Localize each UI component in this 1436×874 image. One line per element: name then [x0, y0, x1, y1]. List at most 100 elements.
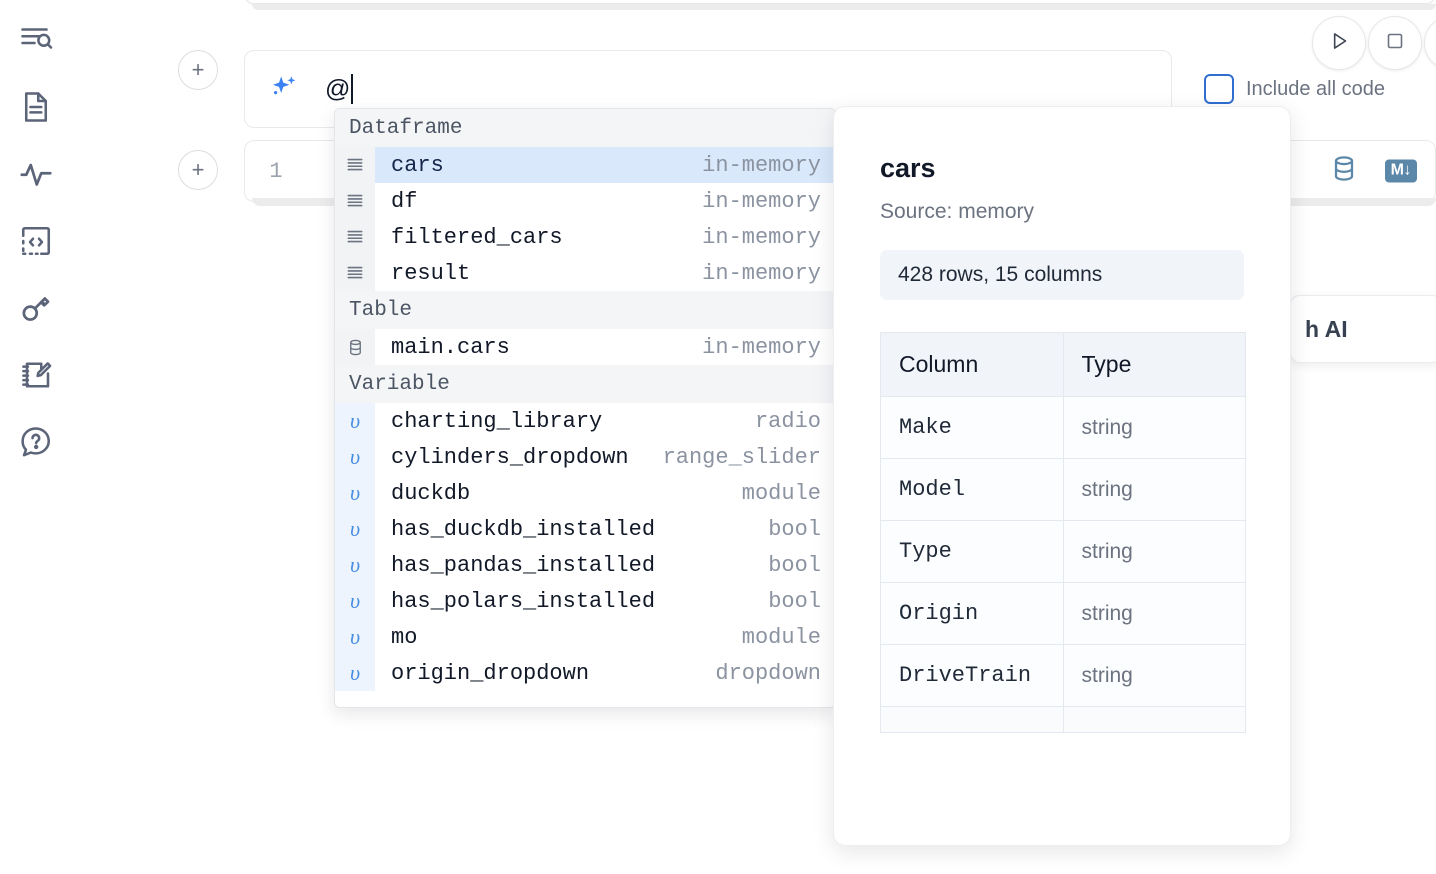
dataframe-preview-panel: cars Source: memory 428 rows, 15 columns…	[833, 106, 1291, 846]
more-actions-button[interactable]	[1424, 16, 1436, 70]
preview-title: cars	[880, 153, 936, 183]
add-cell-button-top[interactable]: +	[178, 50, 218, 90]
autocomplete-item-meta: bool	[768, 552, 821, 578]
dataframe-icon	[335, 183, 375, 219]
autocomplete-group-header: Table	[335, 291, 835, 329]
autocomplete-item-name: result	[391, 260, 471, 286]
code-cell-toolbar: M↓	[1329, 154, 1417, 189]
plus-icon: +	[191, 157, 205, 182]
autocomplete-item-meta: bool	[768, 516, 821, 542]
dataframe-icon	[335, 255, 375, 291]
add-cell-button-bottom[interactable]: +	[178, 150, 218, 190]
autocomplete-item-name: has_duckdb_installed	[391, 516, 656, 542]
autocomplete-item-meta: in-memory	[702, 188, 821, 214]
autocomplete-item-name: mo	[391, 624, 418, 650]
schema-column-name: DriveTrain	[880, 644, 1064, 707]
sidebar-item-explore[interactable]	[14, 18, 58, 62]
previous-cell-shadow	[252, 4, 1436, 10]
generate-with-ai-card[interactable]: h AI	[1290, 295, 1436, 363]
preview-shape-badge: 428 rows, 15 columns	[880, 250, 1244, 300]
sidebar-item-secrets[interactable]	[14, 286, 58, 330]
plus-icon: +	[191, 57, 205, 82]
help-chat-icon	[18, 424, 54, 460]
variable-icon: υ	[335, 475, 375, 511]
sidebar-item-activity[interactable]	[14, 152, 58, 196]
autocomplete-item-meta: in-memory	[702, 152, 821, 178]
variable-icon: υ	[335, 655, 375, 691]
autocomplete-item-meta: bool	[768, 588, 821, 614]
ai-prompt-input[interactable]: @	[325, 69, 1171, 109]
schema-column-name: Make	[880, 396, 1064, 459]
autocomplete-item-meta: dropdown	[715, 660, 821, 686]
activity-icon	[18, 156, 54, 192]
stop-square-icon	[1383, 29, 1407, 58]
autocomplete-group-header: Dataframe	[335, 109, 835, 147]
sidebar-item-help[interactable]	[14, 420, 58, 464]
dataframe-icon	[335, 219, 375, 255]
schema-column-name: Origin	[880, 582, 1064, 645]
key-icon	[18, 290, 54, 326]
variable-icon: υ	[335, 619, 375, 655]
autocomplete-group-header: Variable	[335, 365, 835, 403]
schema-column-name	[880, 706, 1064, 733]
autocomplete-item-name: charting_library	[391, 408, 603, 434]
autocomplete-item-name: origin_dropdown	[391, 660, 590, 686]
autocomplete-item-name: has_pandas_installed	[391, 552, 656, 578]
schema-column-type: string	[1062, 458, 1246, 521]
schema-column-type: string	[1062, 520, 1246, 583]
ai-prompt-value: @	[325, 74, 351, 103]
schema-column-header: Column	[880, 332, 1064, 397]
stop-button[interactable]	[1368, 16, 1422, 70]
notepad-edit-icon	[18, 357, 54, 393]
include-all-code-checkbox[interactable]	[1204, 74, 1234, 104]
autocomplete-item-name: has_polars_installed	[391, 588, 656, 614]
schema-column-type: string	[1062, 644, 1246, 707]
generate-with-ai-label: h AI	[1305, 315, 1348, 342]
schema-column-name: Model	[880, 458, 1064, 521]
autocomplete-item-meta: radio	[754, 408, 821, 434]
markdown-badge[interactable]: M↓	[1384, 159, 1417, 183]
autocomplete-item-name: duckdb	[391, 480, 471, 506]
schema-table-row-partial	[880, 706, 1246, 733]
autocomplete-item-meta: module	[741, 624, 821, 650]
explore-icon	[18, 22, 54, 58]
autocomplete-item-meta: range_slider	[662, 444, 821, 470]
line-number: 1	[269, 158, 283, 184]
sidebar-item-scratchpad[interactable]	[14, 353, 58, 397]
preview-source: Source: memory	[880, 200, 1035, 223]
schema-column-type	[1062, 706, 1246, 733]
run-button[interactable]	[1312, 16, 1366, 70]
autocomplete-item[interactable]: df in-memory	[335, 183, 835, 219]
autocomplete-item[interactable]: υ origin_dropdown dropdown	[335, 655, 835, 691]
database-icon[interactable]	[1329, 154, 1359, 189]
table-icon	[335, 329, 375, 365]
left-icon-rail	[0, 0, 72, 874]
sidebar-item-snippets[interactable]	[14, 219, 58, 263]
code-icon	[18, 223, 54, 259]
include-all-code-row[interactable]: Include all code	[1204, 74, 1385, 104]
autocomplete-item-name: df	[391, 188, 418, 214]
document-icon	[18, 89, 54, 125]
sidebar-item-notebook[interactable]	[14, 85, 58, 129]
